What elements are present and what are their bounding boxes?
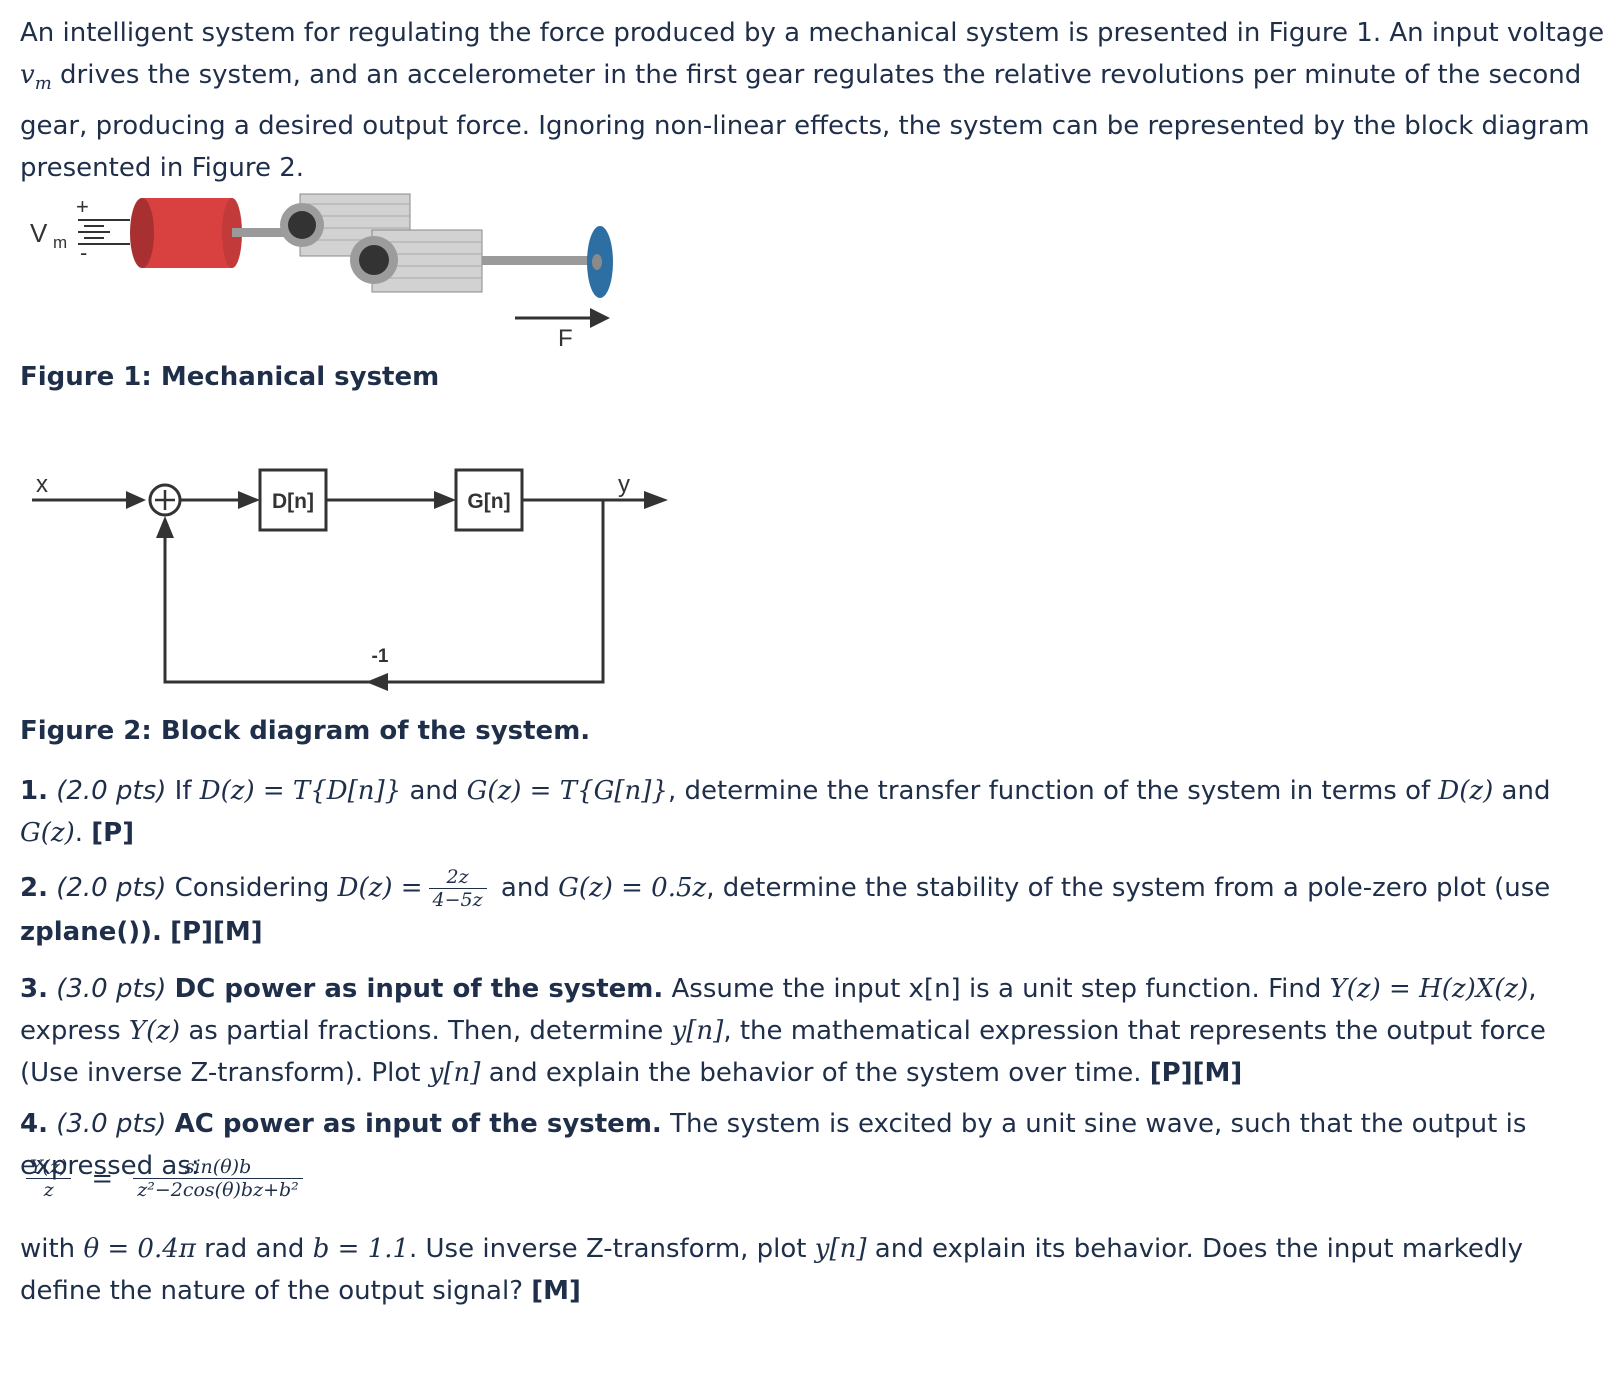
block-diagram-figure: x D[n] G[n] y -1 <box>32 468 668 691</box>
intro-paragraph: An intelligent system for regulating the… <box>20 12 1610 189</box>
figure1-caption: Figure 1: Mechanical system <box>20 362 440 392</box>
mechanical-system-figure: V m + - <box>30 193 613 352</box>
output-label: y <box>618 471 630 498</box>
block-g-label: G[n] <box>467 490 510 513</box>
block-d-label: D[n] <box>272 490 314 513</box>
vm-sub: m <box>53 233 67 252</box>
question-3: 3. (3.0 pts) DC power as input of the sy… <box>20 974 1546 1088</box>
minus-sign: - <box>80 240 87 265</box>
question-4-continued: with θ = 0.4π rad and b = 1.1. Use inver… <box>20 1234 1524 1306</box>
input-label: x <box>36 471 48 498</box>
feedback-gain: -1 <box>372 646 389 667</box>
battery-icon <box>78 219 130 245</box>
intro-var: vm <box>20 60 52 95</box>
intro-text: An intelligent system for regulating the… <box>20 18 1605 48</box>
vm-label: V <box>30 218 48 248</box>
force-arrow-icon <box>515 308 610 328</box>
intro-text2: drives the system, and an accelerometer … <box>20 60 1590 184</box>
question-1: 1. (2.0 pts) If D(z) = T{D[n]} and G(z) … <box>20 776 1551 848</box>
plus-sign: + <box>76 194 89 219</box>
output-disc-icon <box>587 226 613 298</box>
figure2-caption: Figure 2: Block diagram of the system. <box>20 716 591 746</box>
force-label: F <box>558 325 573 352</box>
gear-2-icon <box>350 229 483 293</box>
question-4: 4. (3.0 pts) AC power as input of the sy… <box>20 1109 1527 1181</box>
motor-icon <box>130 198 242 268</box>
